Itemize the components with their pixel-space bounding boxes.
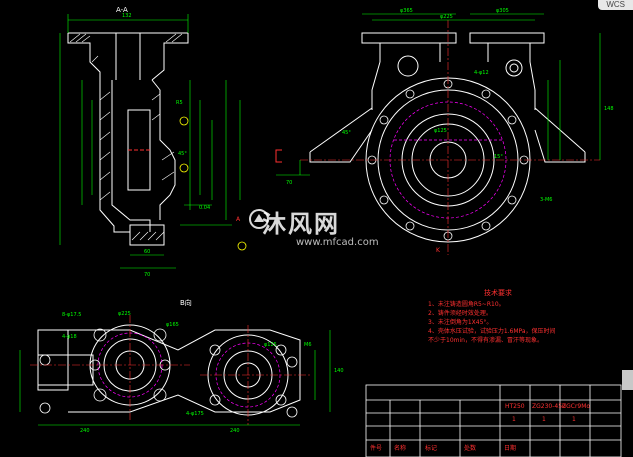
front-dimensions [276, 13, 601, 176]
dim-right-2: 45° [178, 151, 187, 157]
dim-holes-b: 4-φ18 [62, 334, 77, 340]
dim-top-diam-2: φ165 [166, 322, 179, 328]
tb-label-date: 日期 [504, 445, 517, 452]
tb-label-part: 件号 [370, 445, 383, 452]
watermark-url: www.mfcad.com [296, 237, 379, 248]
dim-top-thread: M6 [304, 342, 312, 348]
dim-top-len-2: 240 [230, 428, 240, 434]
dim-front-top-1: φ365 [400, 8, 413, 14]
technical-requirements: 技术要求 1、未注铸造圆角R5~R10。 2、铸件须经时效处理。 3、未注倒角为… [428, 289, 568, 345]
section-hatching [69, 33, 183, 241]
view-direction-k: K [436, 247, 441, 254]
title-block-frame [365, 384, 622, 457]
section-view-title: A-A [116, 6, 128, 14]
dim-top-diam: φ225 [118, 311, 131, 317]
watermark-logo-icon [249, 209, 269, 229]
wcs-badge[interactable]: WCS [598, 0, 633, 10]
dim-tolerance: 0.04 [199, 205, 210, 211]
material-1: HT250 [505, 403, 525, 410]
top-view-title: B向 [180, 298, 192, 307]
dim-top-holes: 4-φ175 [186, 411, 204, 417]
material-2: ZG230-450 [532, 403, 566, 410]
top-view-centerlines [30, 315, 310, 425]
tb-label-count: 处数 [464, 445, 477, 452]
section-dim-text: 132 R5 45° 0.04 60 70 A A-A [116, 6, 241, 278]
section-view [67, 32, 189, 246]
dim-angle-left: 45° [342, 130, 351, 136]
dim-top-bore: φ125 [264, 342, 277, 348]
dim-front-top-2: φ305 [496, 8, 509, 14]
tb-label-name: 名称 [394, 445, 407, 452]
dim-top-len-1: 240 [80, 428, 90, 434]
dim-top-width: 132 [122, 13, 132, 19]
dim-front-height: 148 [604, 106, 614, 112]
scroll-tab[interactable] [622, 370, 633, 390]
dim-inner-bore: φ125 [434, 128, 447, 134]
section-markers [179, 116, 247, 251]
front-dim-text: φ365 φ305 φ225 148 4-φ12 45° 15° 70 3-M6… [286, 8, 614, 254]
quantity-2: 1 [542, 416, 546, 423]
watermark: 沐风网 www.mfcad.com [262, 204, 379, 248]
datum-label-a: A [236, 216, 241, 223]
dim-angle-right: 15° [494, 154, 503, 160]
cut-marker [275, 149, 282, 163]
notes-item: 不少于10min，不得有渗漏、冒汗等现象。 [428, 337, 543, 344]
notes-item: 2、铸件须经时效处理。 [428, 310, 492, 317]
dim-bracket: 70 [286, 180, 292, 186]
dim-threaded: 3-M6 [540, 197, 552, 203]
dim-front-top-3: φ225 [440, 14, 453, 20]
dim-bottom-1: 60 [144, 249, 150, 255]
front-centerlines [300, 20, 600, 255]
material-3: ZGCr9Mo [562, 403, 591, 410]
section-dimensions [59, 14, 241, 269]
dim-bottom-2: 70 [144, 272, 150, 278]
dim-holes-a: 8-φ17.5 [62, 312, 81, 318]
quantity-3: 1 [572, 416, 576, 423]
dim-right-1: R5 [176, 100, 183, 106]
top-view-dim-text: B向 8-φ17.5 4-φ18 φ225 φ165 φ125 240 240 … [62, 298, 344, 434]
notes-item: 3、未注倒角为1X45°。 [428, 319, 493, 326]
notes-item: 4、壳体水压试验，试验压力1.6MPa，保压时间 [428, 328, 556, 335]
quantity-1: 1 [512, 416, 516, 423]
watermark-brand: 沐风网 [262, 210, 340, 238]
dim-boss-hole: 4-φ12 [474, 70, 489, 76]
top-view-dimensions [19, 330, 331, 426]
notes-title: 技术要求 [484, 289, 512, 297]
tb-label-mark: 标记 [425, 445, 438, 452]
notes-item: 1、未注铸造圆角R5~R10。 [428, 301, 505, 308]
dim-top-height: 140 [334, 368, 344, 374]
